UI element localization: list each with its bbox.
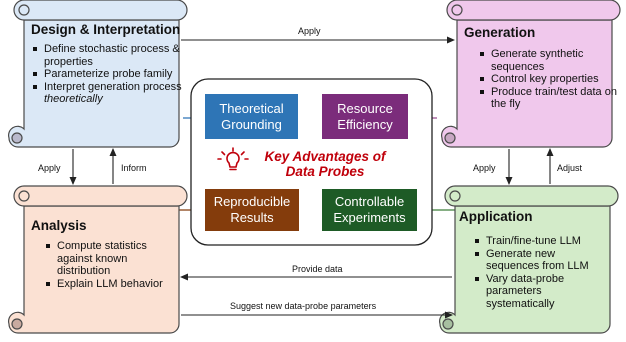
list-item: Vary data-probe parameters systematicall…	[475, 273, 606, 311]
list-item: Explain LLM behavior	[46, 278, 167, 291]
application-list: Train/fine-tune LLM Generate new sequenc…	[473, 235, 606, 311]
tile-reproducible-results: Reproducible Results	[205, 189, 299, 231]
tile-resource-efficiency: Resource Efficiency	[322, 94, 408, 139]
list-item: Control key properties	[480, 73, 625, 86]
label-top-apply: Apply	[298, 26, 321, 36]
label-suggest-parameters: Suggest new data-probe parameters	[230, 301, 377, 311]
list-item: Parameterize probe family	[33, 68, 192, 81]
generation-title: Generation	[464, 25, 536, 40]
label-provide-data: Provide data	[292, 264, 343, 274]
design-list: Define stochastic process & properties P…	[31, 43, 192, 106]
analysis-list: Compute statistics against known distrib…	[44, 240, 167, 290]
generation-list: Generate synthetic sequences Control key…	[478, 48, 625, 111]
label-left-inform: Inform	[121, 163, 147, 173]
scroll-analysis	[8, 185, 188, 334]
list-item: Generate synthetic sequences	[480, 48, 625, 73]
analysis-title: Analysis	[31, 218, 87, 233]
list-item: Compute statistics against known distrib…	[46, 240, 167, 278]
label-right-apply: Apply	[473, 163, 496, 173]
list-item: Produce train/test data on the fly	[480, 86, 625, 111]
list-item-text: Interpret generation process	[44, 80, 182, 93]
label-left-apply: Apply	[38, 163, 61, 173]
label-right-adjust: Adjust	[557, 163, 583, 173]
tile-theoretical-grounding: Theoretical Grounding	[205, 94, 298, 139]
tile-controllable-experiments: Controllable Experiments	[322, 189, 417, 231]
scroll-application	[439, 185, 619, 334]
scroll-design	[8, 0, 188, 148]
scroll-generation	[441, 0, 621, 148]
application-title: Application	[459, 209, 533, 224]
list-item: Train/fine-tune LLM	[475, 235, 606, 248]
list-item: Interpret generation process theoretical…	[33, 80, 192, 106]
list-item: Generate new sequences from LLM	[475, 248, 606, 273]
list-item-emphasis: theoretically	[44, 93, 103, 106]
lightbulb-icon	[217, 147, 249, 171]
design-title: Design & Interpretation	[31, 22, 181, 37]
advantages-heading: Key Advantages of Data Probes	[264, 149, 386, 179]
list-item: Define stochastic process & properties	[33, 43, 192, 68]
